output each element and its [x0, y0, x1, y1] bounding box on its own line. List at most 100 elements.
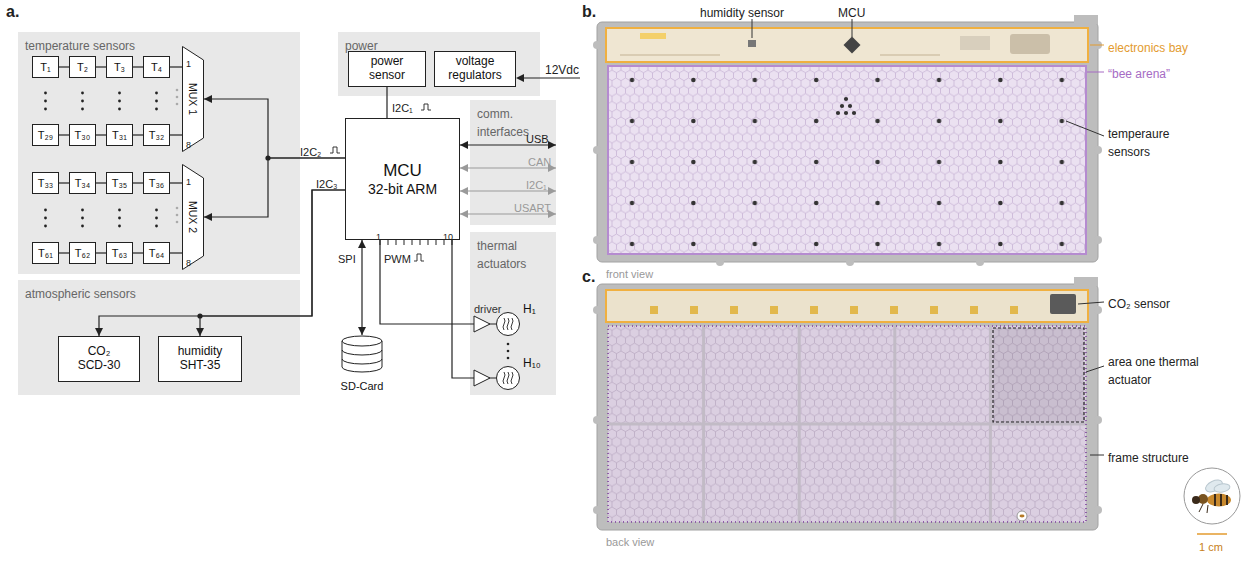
back-view-photo — [608, 326, 1086, 522]
temperature-sensor-box: T₃₂ — [143, 124, 170, 146]
sd-card-shape — [342, 336, 382, 346]
mcu-box: MCU32-bit ARM — [345, 118, 460, 240]
node-label: T₁ — [40, 61, 50, 74]
heater-symbol: H₁ — [496, 312, 520, 336]
label-holder: temperaure sensors — [1108, 124, 1188, 161]
mux-label-holder: MUX 1 — [182, 46, 204, 152]
node-label: T₃₃ — [38, 177, 54, 190]
ellipsis-dots — [155, 108, 158, 111]
connector — [204, 99, 345, 158]
mux-input-dots — [176, 214, 179, 217]
signal-label-holder: I2C₂ — [300, 142, 321, 160]
signal-label-holder: PWM — [384, 249, 411, 267]
ellipsis-dots — [155, 225, 158, 228]
signal-label-holder: I2C₁ — [526, 175, 547, 193]
temperature-sensor-box: T₃₃ — [32, 172, 59, 194]
front-view-photo — [1010, 34, 1050, 54]
back-view-photo — [1050, 294, 1076, 314]
temperature-sensor-box: T₃ — [106, 56, 133, 78]
sd-card-shape — [342, 359, 382, 364]
heater-shape — [507, 372, 509, 384]
back-view-photo — [930, 306, 938, 314]
heater-shape — [503, 372, 505, 384]
node-label: T₃₅ — [112, 177, 128, 190]
callout-label: electronics bay — [1108, 41, 1188, 55]
connector — [170, 182, 182, 183]
signal-label-holder: CAN — [528, 152, 551, 170]
ellipsis-dots — [507, 343, 510, 346]
ellipsis-dots — [81, 209, 84, 212]
panel-heading: power — [345, 36, 533, 54]
label-holder: 8 — [186, 134, 191, 152]
bee-illustration — [1207, 505, 1208, 513]
bee-illustration — [1017, 468, 1240, 534]
panel-heading: temperature sensors — [25, 36, 293, 54]
front-view-photo — [848, 104, 852, 108]
panel-letter: c. — [582, 268, 595, 285]
label-holder: “bee arena” — [1108, 64, 1170, 82]
node-label: 32-bit ARM — [368, 181, 437, 197]
signal-label-holder: USART — [514, 198, 551, 216]
temperature-sensor-box: T₃₅ — [106, 172, 133, 194]
front-view-photo — [606, 28, 1088, 62]
ellipsis-dots — [155, 217, 158, 220]
heater-shape — [511, 318, 513, 330]
label-holder: b. — [582, 3, 596, 21]
bee-illustration — [1207, 494, 1231, 507]
bee-illustration — [1220, 494, 1222, 506]
ellipsis-dots — [44, 92, 509, 360]
node-label: H₁₀ — [523, 356, 541, 370]
front-view-photo — [597, 22, 1098, 262]
view-label: back view — [606, 536, 654, 548]
ellipsis-dots — [81, 217, 84, 220]
front-view-photo — [608, 66, 1086, 254]
node-label: SHT-35 — [180, 359, 221, 373]
bee-illustration — [1213, 483, 1230, 494]
pulse-symbol — [421, 104, 431, 110]
junction-dot — [197, 313, 202, 318]
connector — [133, 66, 143, 67]
driver-symbol — [474, 316, 490, 386]
heater-label-holder: H₁₀ — [523, 353, 541, 371]
leader-line — [1086, 366, 1104, 372]
front-view-photo — [716, 258, 724, 266]
supply-label: 12Vdc — [545, 63, 579, 77]
leader-line — [752, 19, 753, 38]
ellipsis-dots — [81, 108, 84, 111]
leader-line — [1090, 45, 1104, 46]
label-holder: electronics bay — [1108, 38, 1188, 56]
heater-shape — [511, 372, 513, 384]
front-view-photo — [1094, 146, 1102, 154]
front-view-photo — [844, 111, 848, 115]
callout-label: frame structure — [1108, 451, 1189, 465]
node-label: SD-Card — [341, 380, 384, 392]
label-holder: area one thermal actuator — [1108, 352, 1204, 389]
scale-label: 1 cm — [1199, 541, 1223, 553]
ellipsis-dots — [44, 209, 47, 212]
back-view-photo — [593, 277, 1102, 530]
back-view-photo — [593, 306, 601, 314]
sd-card-shape — [342, 350, 382, 355]
panel-letter: b. — [582, 3, 596, 20]
heater-shape — [497, 367, 520, 390]
pin-number: 10 — [443, 232, 453, 242]
supply-arrow — [516, 74, 524, 82]
leader-line — [1087, 72, 1104, 73]
mcu-pins — [428, 240, 429, 245]
sensor-box: CO₂SCD-30 — [58, 336, 140, 382]
connector — [96, 252, 106, 253]
signal-label-holder: I2C₃ — [316, 174, 338, 192]
front-view-photo — [844, 37, 861, 54]
signal-label: PWM — [384, 253, 411, 265]
multiplexer: MUX 2 — [182, 164, 204, 270]
leader-line — [1078, 302, 1104, 304]
bee-illustration — [1199, 504, 1203, 512]
label-holder: driver — [474, 299, 502, 317]
mux-input-dots — [176, 221, 179, 224]
power-sensor-box: power sensor — [348, 51, 426, 87]
ellipsis-dots — [81, 92, 84, 95]
signal-label: I2C₂ — [300, 146, 321, 158]
pin-number: 8 — [186, 258, 191, 268]
group-panel-fill — [18, 280, 300, 395]
label-holder: frame structure — [1108, 448, 1189, 466]
